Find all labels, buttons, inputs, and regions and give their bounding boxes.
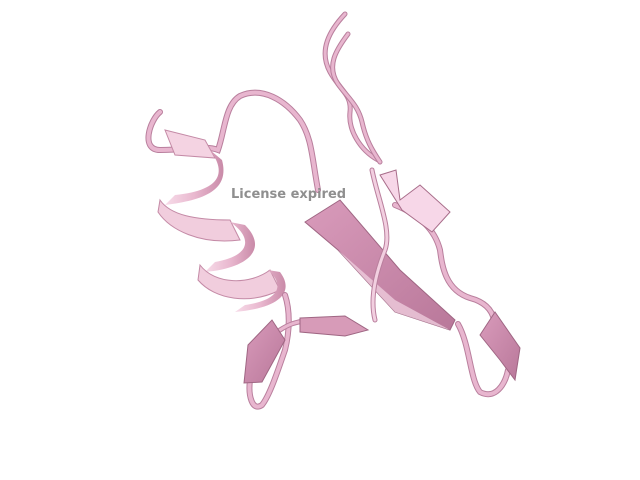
lower-left-loop bbox=[246, 292, 311, 410]
right-beta-segment bbox=[379, 169, 451, 233]
alpha-helix bbox=[157, 129, 286, 312]
small-beta-strands bbox=[243, 315, 370, 384]
lower-right-hairpin bbox=[455, 311, 521, 398]
upper-loop bbox=[145, 89, 321, 193]
terminal-coils bbox=[322, 11, 383, 165]
